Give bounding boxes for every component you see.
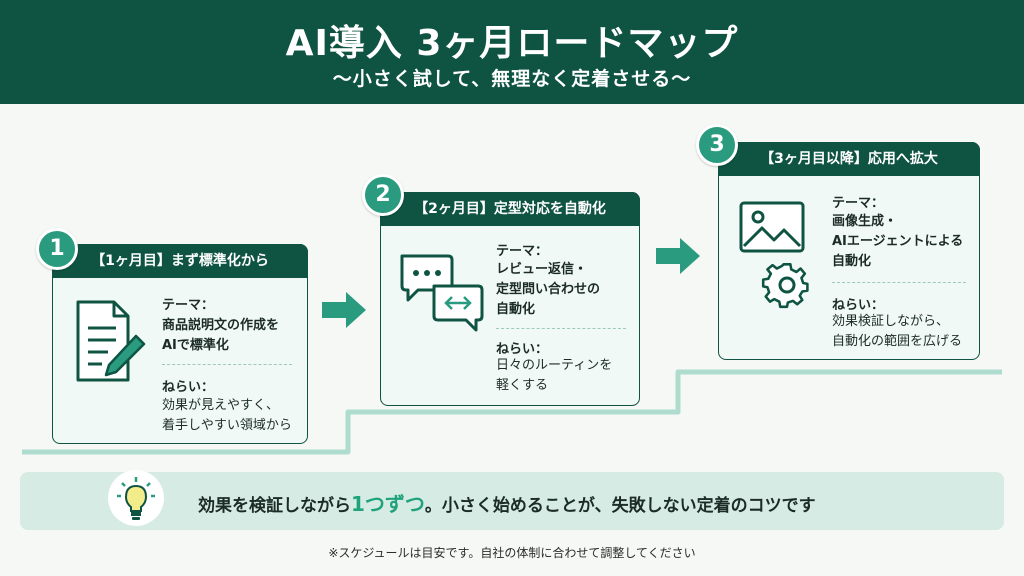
- tip-text-before: 効果を検証しながら: [198, 496, 351, 516]
- page-subtitle: 〜小さく試して、無理なく定着させる〜: [332, 68, 692, 90]
- step-goal-label-1: ねらい：: [162, 380, 215, 395]
- step-heading-1: 【1ヶ月目】まず標準化から: [52, 244, 308, 278]
- tip-highlight: 1つずつ: [351, 492, 425, 516]
- document-pen-icon: [76, 300, 146, 382]
- step-theme-3: 画像生成・ AIエージェントによる 自動化: [832, 214, 964, 269]
- step-number-badge-2: 2: [362, 174, 404, 216]
- step-goal-label-2: ねらい：: [496, 342, 549, 357]
- divider: [832, 282, 966, 283]
- gear-icon: [761, 263, 809, 309]
- step-number-badge-1: 1: [36, 228, 78, 270]
- arrow-right-icon: [322, 292, 366, 328]
- tip-banner: [20, 472, 1004, 530]
- arrow-right-icon: [656, 238, 700, 274]
- step-theme-label-3: テーマ：: [832, 196, 885, 211]
- step-heading-2: 【2ヶ月目】定型対応を自動化: [380, 192, 640, 226]
- step-theme-1: 商品説明文の作成を AIで標準化: [162, 318, 280, 353]
- page-title: AI導入 3ヶ月ロードマップ: [285, 23, 739, 64]
- step-card-2: 【2ヶ月目】定型対応を自動化: [380, 192, 640, 406]
- step-theme-2: レビュー返信・ 定型問い合わせの 自動化: [496, 262, 601, 317]
- divider: [162, 364, 292, 365]
- divider: [496, 328, 626, 329]
- lightbulb-icon: [117, 477, 155, 520]
- tip-text-after: 。小さく始めることが、失敗しない定着のコツです: [424, 496, 816, 516]
- step-goal-label-3: ねらい：: [832, 298, 885, 313]
- step-heading-3: 【3ヶ月目以降】応用へ拡大: [718, 142, 980, 176]
- step-goal-3: 効果検証しながら、 自動化の範囲を広げる: [832, 314, 963, 349]
- chat-bubbles-icon: [400, 254, 484, 332]
- footnote: ※スケジュールは目安です。自社の体制に合わせて調整してください: [328, 546, 696, 560]
- step-theme-label-2: テーマ：: [496, 244, 549, 259]
- image-icon: [739, 201, 805, 253]
- tip-text: 効果を検証しながら1つずつ。小さく始めることが、失敗しない定着のコツです: [198, 488, 816, 517]
- step-goal-2: 日々のルーティンを 軽くする: [496, 358, 613, 393]
- step-number-badge-3: 3: [696, 124, 738, 166]
- step-goal-1: 効果が見えやすく、 着手しやすい領域から: [162, 398, 292, 433]
- step-card-1: 【1ヶ月目】まず標準化から: [52, 244, 308, 444]
- header-banner: AI導入 3ヶ月ロードマップ 〜小さく試して、無理なく定着させる〜: [0, 0, 1024, 104]
- step-theme-label-1: テーマ：: [162, 298, 215, 313]
